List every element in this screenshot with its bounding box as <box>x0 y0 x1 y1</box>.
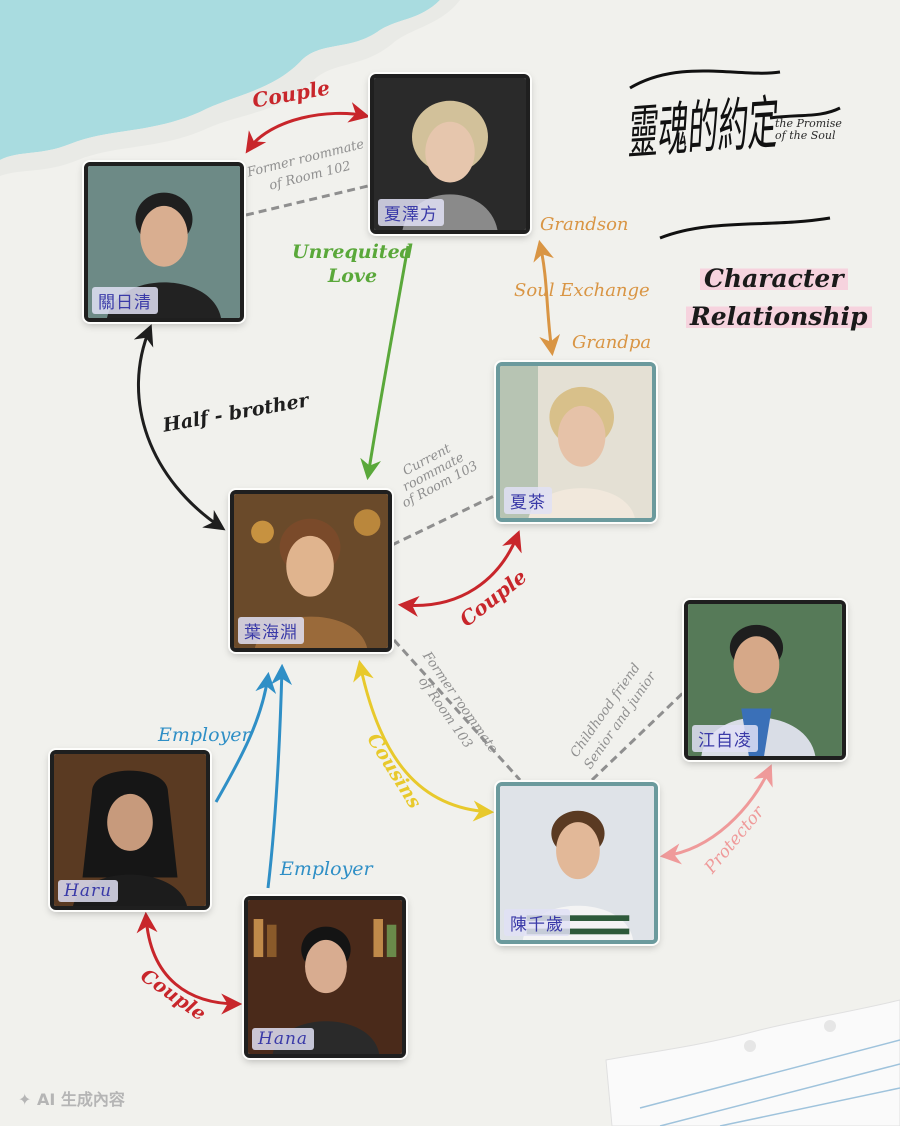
arrow-couple-top <box>245 102 371 154</box>
arrow-couple-bottom <box>136 911 243 1015</box>
sparkle-icon: ✦ <box>18 1090 37 1109</box>
title-calligraphy: 靈魂的約定 <box>624 69 841 240</box>
label-soul-exchange: Soul Exchange <box>514 280 650 301</box>
label-employer-2: Employer <box>280 858 373 880</box>
portrait-haru[interactable]: Haru <box>50 750 210 910</box>
ai-watermark: ✦ AI 生成內容 <box>18 1090 125 1109</box>
name-xia-zefang: 夏澤方 <box>378 199 444 226</box>
portrait-jiang-ziling[interactable]: 江自凌 <box>684 600 846 760</box>
arrow-protector <box>659 764 773 865</box>
name-jiang-ziling: 江自凌 <box>692 725 758 752</box>
label-grandpa: Grandpa <box>572 332 652 353</box>
name-guan-riqing: 關日清 <box>92 287 158 314</box>
name-chen-qiansui: 陳千歲 <box>504 909 570 936</box>
portrait-guan-riqing[interactable]: 關日清 <box>84 162 244 322</box>
label-unrequited: Unrequited Love <box>292 241 413 287</box>
arrow-employer-2 <box>266 663 293 889</box>
portrait-xia-zefang[interactable]: 夏澤方 <box>370 74 530 234</box>
arrow-couple-mid <box>397 530 522 617</box>
banner-relationship: Relationship <box>686 302 872 331</box>
name-hana: Hana <box>252 1028 315 1050</box>
arrow-half-brother <box>133 324 226 531</box>
title-english: the Promise of the Soul <box>775 117 842 142</box>
arrow-employer-1 <box>214 671 277 803</box>
photo-placeholder-icon <box>374 78 526 230</box>
banner-character: Character <box>700 264 848 293</box>
label-employer-1: Employer <box>158 724 251 746</box>
portrait-ye-haiyuan[interactable]: 葉海淵 <box>230 490 392 652</box>
portrait-chen-qiansui[interactable]: 陳千歲 <box>496 782 658 944</box>
portrait-xia-cha[interactable]: 夏茶 <box>496 362 656 522</box>
arrow-soul-exchange <box>533 239 561 357</box>
photo-placeholder-icon <box>88 166 240 318</box>
name-haru: Haru <box>58 880 119 902</box>
title-chinese: 靈魂的約定 <box>624 89 781 168</box>
arrow-unrequited <box>360 245 410 481</box>
name-xia-cha: 夏茶 <box>504 487 552 514</box>
line-childhood <box>590 688 688 782</box>
label-grandson: Grandson <box>540 214 629 235</box>
name-ye-haiyuan: 葉海淵 <box>238 617 304 644</box>
line-former-102 <box>245 184 369 217</box>
portrait-hana[interactable]: Hana <box>244 896 406 1058</box>
arrow-cousins <box>353 659 495 822</box>
notebook-sheet <box>605 999 900 1126</box>
